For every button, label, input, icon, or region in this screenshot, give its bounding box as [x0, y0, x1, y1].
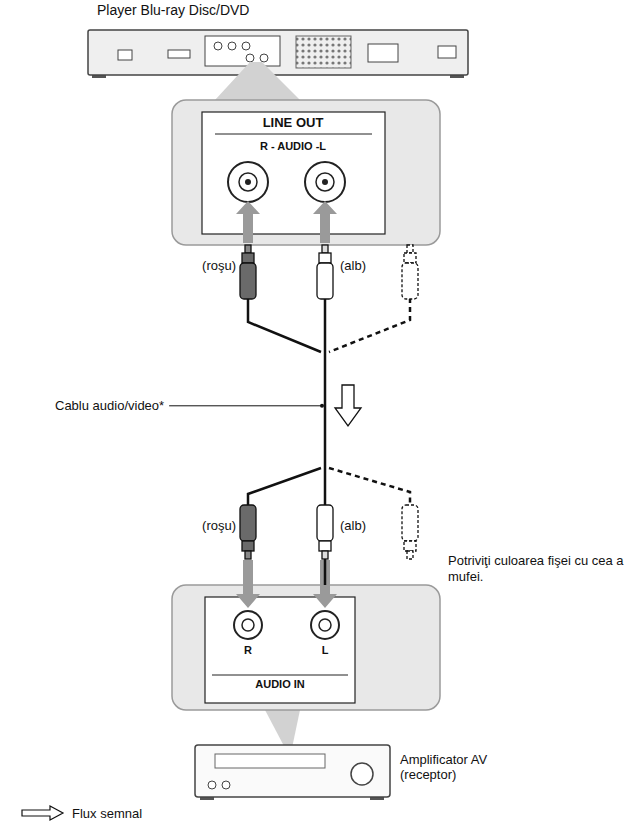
leader-dot [320, 404, 324, 408]
rca-plug [240, 245, 418, 299]
wire-color: (roşu) [202, 258, 236, 274]
amplifier-illustration [195, 745, 390, 800]
cable-label: Cablu audio/video* [55, 398, 164, 414]
signal-flow-arrow [335, 385, 361, 426]
device-label: Player Blu-ray Disc/DVD [97, 2, 249, 18]
jack-heading: LINE OUT [263, 116, 324, 131]
wire-color: (alb) [340, 258, 366, 274]
device-label: Amplificator AV (receptor) [400, 753, 530, 783]
wire-color: (roşu) [202, 518, 236, 534]
jack-panel: LINE OUT R - AUDIO -L [172, 100, 440, 245]
note: Potriviţi culoarea fişei cu cea a mufei. [448, 553, 628, 584]
legend-text: Flux semnal [72, 806, 142, 821]
callout-wedge [265, 710, 300, 748]
line-out-panel [172, 100, 440, 245]
amplifier-device: Amplificator AV (receptor) [195, 745, 390, 797]
leader-line [169, 405, 322, 406]
insert-arrow [236, 201, 337, 608]
legend-swatch [20, 804, 66, 822]
player-illustration [88, 30, 468, 78]
wire-color: (alb) [340, 518, 366, 534]
cable-wire [248, 298, 410, 505]
channel-label: R - AUDIO -L [260, 140, 326, 153]
jack-heading: AUDIO IN [255, 678, 305, 691]
channel-label: R [244, 644, 252, 657]
audio-in-panel [172, 585, 440, 710]
channel-label: L [322, 644, 329, 657]
callout-wedge [215, 62, 300, 100]
player-device: Player Blu-ray Disc/DVD [88, 30, 468, 75]
jack-panel: R L AUDIO IN [172, 585, 440, 710]
legend-entry: Flux semnal [20, 804, 142, 822]
rca-plug [240, 505, 418, 559]
